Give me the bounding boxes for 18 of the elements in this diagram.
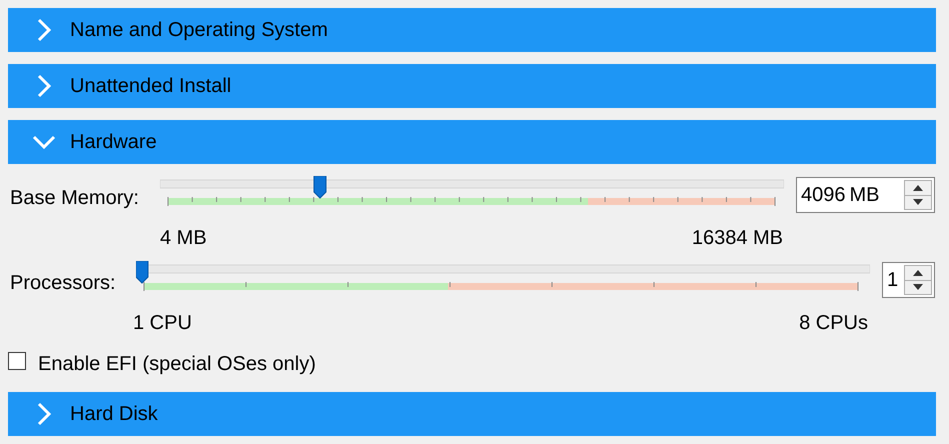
section-header xyxy=(8,64,936,108)
section-header xyxy=(8,120,936,164)
section-title: Unattended Install xyxy=(70,74,232,99)
section-title: Name and Operating System xyxy=(70,18,328,43)
max-label: 8 CPUs xyxy=(799,312,868,334)
input-text: 4096 xyxy=(801,183,846,208)
max-label: 16384 MB xyxy=(692,227,783,249)
section-header xyxy=(8,392,936,436)
section-header xyxy=(8,8,936,52)
unit-text: MB xyxy=(850,183,880,208)
field-label: Processors: xyxy=(10,272,116,294)
section-title: Hardware xyxy=(70,130,157,155)
section-title: Hard Disk xyxy=(70,402,158,427)
field-label: Base Memory: xyxy=(10,187,139,209)
min-label: 1 CPU xyxy=(133,312,192,334)
checkbox-label: Enable EFI (special OSes only) xyxy=(38,353,316,375)
input-text: 1 xyxy=(887,268,898,293)
min-label: 4 MB xyxy=(160,227,207,249)
